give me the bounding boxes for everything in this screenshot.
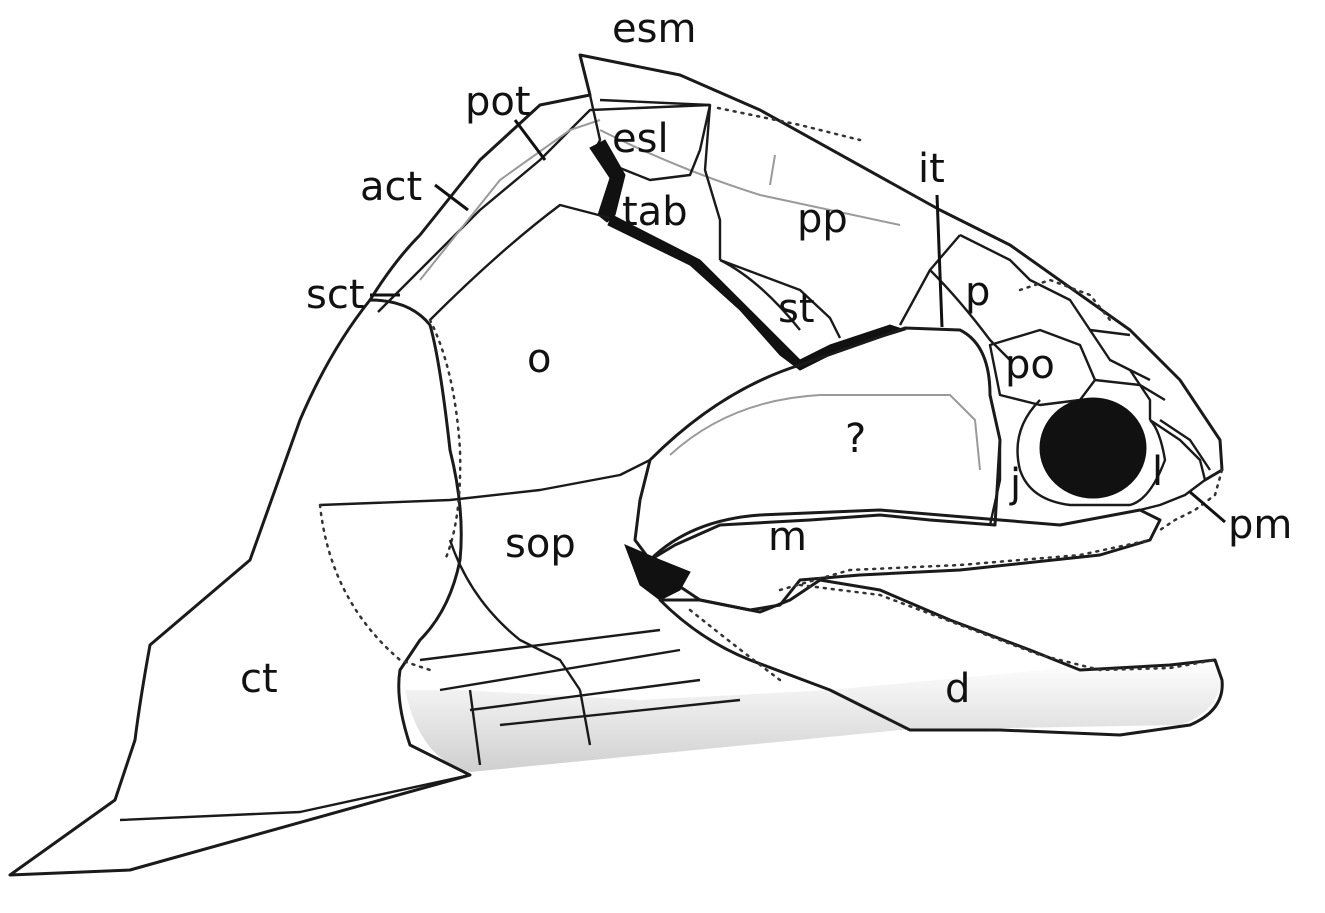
pp-upper-dotted	[716, 106, 862, 142]
label-m: m	[768, 514, 807, 560]
label-act: act	[360, 164, 422, 210]
label-unknown: ?	[845, 416, 866, 462]
orbit-eye	[1039, 397, 1147, 499]
it-suture	[929, 269, 1011, 361]
leader-it	[935, 194, 944, 328]
ray-verticals	[468, 689, 592, 766]
pp-p-suture	[898, 234, 961, 326]
sop-left-curve	[318, 503, 432, 672]
label-tab: tab	[622, 189, 688, 235]
dentary-outline	[658, 578, 1224, 737]
po-circle	[988, 328, 1097, 407]
premaxilla-teeth	[1158, 468, 1224, 532]
skull-roof-faint	[419, 119, 901, 281]
leader-pot	[513, 119, 547, 161]
esl-lateral-suture	[703, 104, 722, 260]
black-quadrate	[624, 544, 691, 601]
st-lower	[719, 258, 801, 331]
label-d: d	[945, 666, 970, 712]
po-dotted	[1018, 278, 1112, 322]
cleithrum-suture-lower	[119, 773, 471, 822]
opercular-upper-suture	[429, 203, 611, 321]
label-st: st	[778, 286, 815, 332]
label-sct: sct	[306, 272, 365, 318]
lacrimal-suture	[1139, 419, 1207, 512]
dentary-lower-dotted	[688, 608, 782, 682]
leader-act	[434, 183, 469, 212]
label-j: j	[1009, 461, 1021, 507]
nasal-sutures	[1089, 328, 1211, 471]
skull-roof-inner	[377, 103, 711, 313]
label-pm: pm	[1228, 502, 1292, 548]
pp-mark	[769, 154, 776, 186]
cheek-inner-faint	[669, 394, 981, 471]
tab-st-suture	[719, 258, 842, 339]
label-sop: sop	[505, 521, 576, 567]
branchiostegal-rays	[419, 628, 741, 727]
orbit-surround	[1016, 399, 1167, 507]
sop-inner-curve	[448, 539, 581, 691]
gular-shading	[405, 660, 1223, 772]
label-p: p	[965, 269, 990, 315]
dentary-teeth	[798, 583, 1217, 672]
label-esl: esl	[612, 116, 669, 162]
maxilla-teeth	[778, 538, 1152, 592]
leader-pm	[1189, 490, 1226, 524]
p-po-suture	[959, 233, 1151, 382]
label-pp: pp	[797, 196, 848, 242]
label-esm: esm	[612, 6, 696, 52]
label-l: l	[1152, 449, 1163, 495]
black-bar-diagonal	[607, 214, 907, 371]
o-left-edge	[428, 318, 462, 562]
cheek-bone-outline	[633, 326, 1002, 562]
label-pot: pot	[465, 79, 531, 125]
cleithrum-outline	[8, 298, 472, 877]
label-o: o	[527, 336, 551, 382]
label-po: po	[1005, 342, 1055, 388]
o-sop-suture	[319, 458, 651, 507]
label-ct: ct	[240, 656, 278, 702]
label-it: it	[918, 146, 945, 192]
